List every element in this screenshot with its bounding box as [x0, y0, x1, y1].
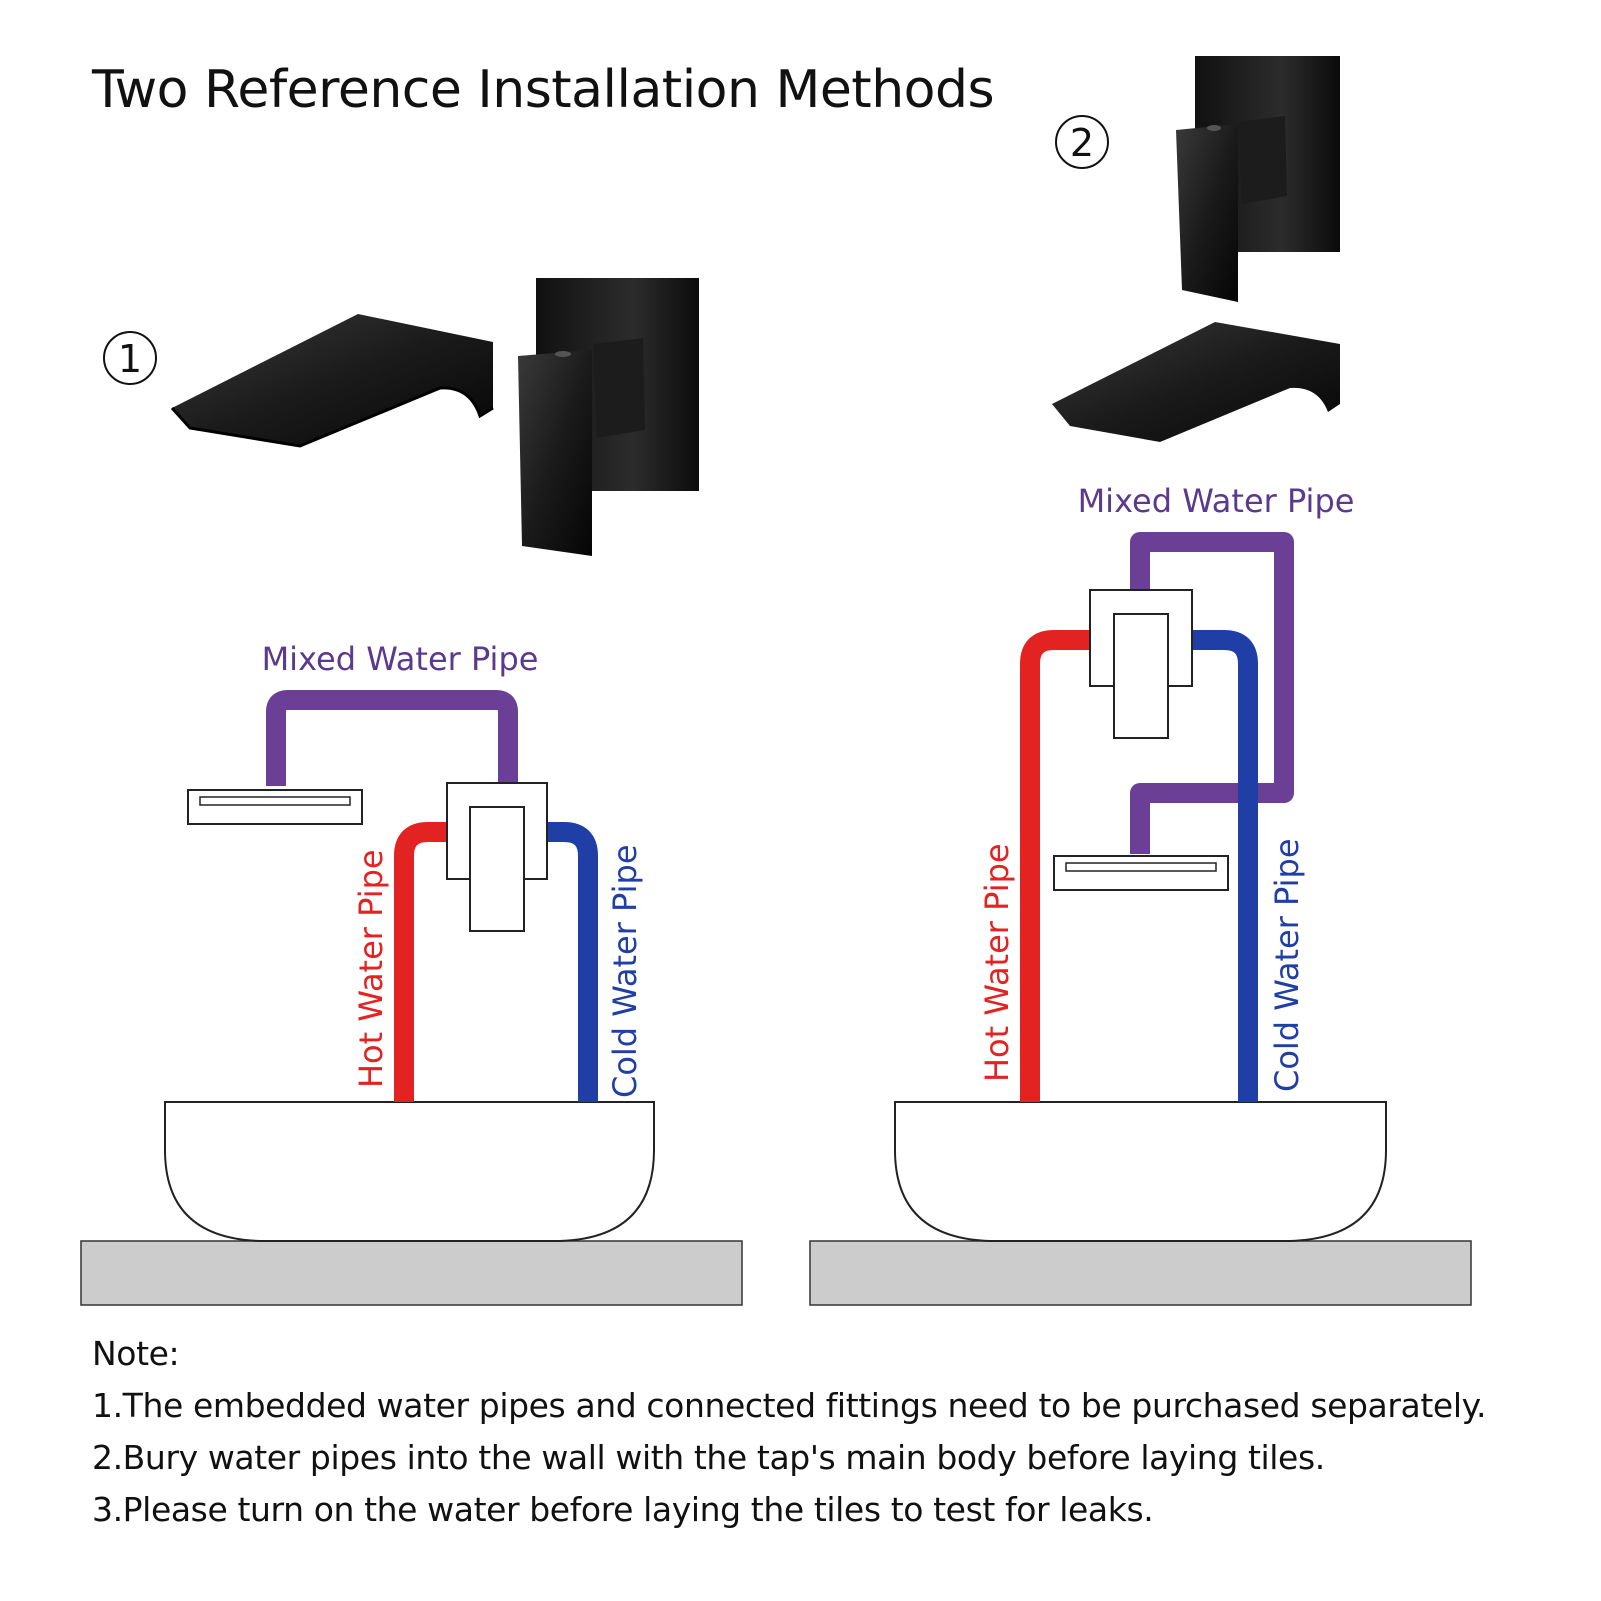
note-item: 3.Please turn on the water before laying…: [92, 1490, 1154, 1529]
method2-cold-label: Cold Water Pipe: [1268, 838, 1306, 1092]
note-item: 1.The embedded water pipes and connected…: [92, 1386, 1487, 1425]
method2-hot-pipe: [1020, 630, 1092, 1102]
method2-basin: [894, 1101, 1387, 1242]
method1-hot-label: Hot Water Pipe: [352, 849, 390, 1088]
method1-number-circle: [103, 331, 157, 385]
method1-mixed-label: Mixed Water Pipe: [262, 640, 539, 678]
method2-number: 2: [1070, 121, 1094, 165]
method1-number: 1: [118, 337, 142, 381]
notes-section: Note: 1.The embedded water pipes and con…: [92, 1328, 1487, 1536]
method2-counter: [809, 1240, 1472, 1306]
notes-heading: Note:: [92, 1334, 180, 1373]
method2-product: 2: [1052, 56, 1340, 442]
method2-cold-pipe: [1190, 630, 1258, 1102]
method2-number-circle: [1055, 115, 1109, 169]
method1-cold-pipe: [544, 822, 598, 1102]
method1-spout-icon: [170, 314, 494, 448]
method2-mixed-pipe: [1130, 532, 1294, 854]
method1-mixed-pipe: [266, 690, 518, 786]
page-title: Two Reference Installation Methods: [92, 60, 995, 120]
method2-mixer-icon: [1176, 56, 1340, 302]
note-item: 2.Bury water pipes into the wall with th…: [92, 1438, 1325, 1477]
method2-mixed-label: Mixed Water Pipe: [1078, 482, 1355, 520]
method1-cold-label: Cold Water Pipe: [606, 844, 644, 1098]
method2-mixer-outline: [1089, 589, 1193, 739]
method2-schematic: Mixed Water Pipe Hot Water Pipe Cold Wat…: [809, 482, 1472, 1306]
method1-hot-pipe: [394, 822, 450, 1102]
method1-schematic: Mixed Water Pipe Hot Water Pipe Cold Wat…: [80, 640, 743, 1306]
method2-spout-icon: [1052, 322, 1340, 442]
method1-spout-outline: [187, 789, 363, 825]
method1-mixer-icon: [518, 278, 699, 556]
method1-basin: [164, 1101, 655, 1242]
method1-mixer-outline: [446, 782, 548, 932]
method2-spout-outline: [1053, 855, 1229, 891]
method1-product: 1: [103, 278, 699, 556]
method1-counter: [80, 1240, 743, 1306]
method2-hot-label: Hot Water Pipe: [978, 843, 1016, 1082]
